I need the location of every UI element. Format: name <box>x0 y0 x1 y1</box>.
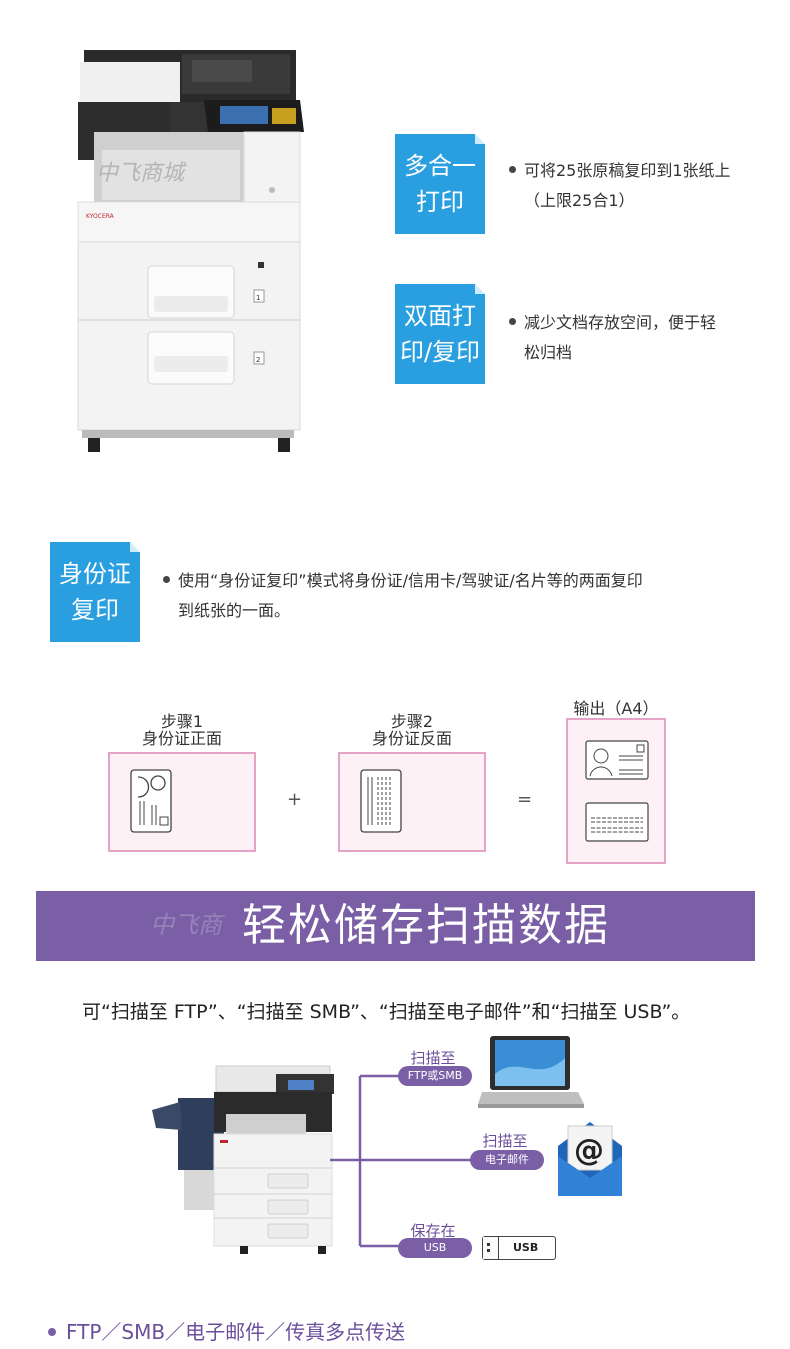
bottom-transfer-line: FTP／SMB／电子邮件／传真多点传送 <box>48 1316 405 1345</box>
scan-description: 可“扫描至 FTP”、“扫描至 SMB”、“扫描至电子邮件”和“扫描至 USB”… <box>82 1001 691 1023</box>
multifunction-printer-image: 中飞商城 KYOCERA 1 2 <box>77 50 304 452</box>
feature-tag-duplex: 双面打 印/复印 <box>395 284 485 384</box>
dest-email-pill: 电子邮件 <box>470 1150 544 1170</box>
feature-tag-id-copy: 身份证 复印 <box>50 542 140 642</box>
bullet-dot <box>48 1327 56 1336</box>
step2-box <box>338 752 486 852</box>
feature-bullet-id-copy: 使用“身份证复印”模式将身份证/信用卡/驾驶证/名片等的两面复印 到纸张的一面。 <box>163 566 763 626</box>
bullet-dot <box>509 318 516 325</box>
svg-text:KYOCERA: KYOCERA <box>86 213 115 220</box>
feature-tag-multi-in-one: 多合一 打印 <box>395 134 485 234</box>
scan-section-banner: 中飞商 轻松储存扫描数据 <box>36 891 755 961</box>
bullet-dot <box>163 576 170 583</box>
usb-drive-text: USB <box>513 1241 539 1254</box>
feature-bullet-multi-in-one: 可将25张原稿复印到1张纸上 （上限25合1） <box>509 156 769 216</box>
banner-title: 轻松储存扫描数据 <box>242 900 610 951</box>
output-label: 输出（A4） <box>573 699 659 718</box>
equals-sign: = <box>517 789 533 810</box>
banner-watermark: 中飞商 <box>150 911 222 939</box>
output-back-icon <box>585 802 649 842</box>
output-front-icon <box>585 740 649 780</box>
dest-usb-pill: USB <box>398 1238 472 1258</box>
step1-box <box>108 752 256 852</box>
svg-text:@: @ <box>574 1133 604 1168</box>
plus-sign: + <box>287 789 303 810</box>
dest-usb-label: 保存在 <box>410 1222 456 1240</box>
svg-text:2: 2 <box>256 356 260 364</box>
dest-ftp-label: 扫描至 <box>410 1049 456 1067</box>
laptop-icon <box>478 1036 584 1108</box>
id-card-back-icon <box>360 769 402 833</box>
email-icon: @ <box>558 1122 622 1196</box>
watermark-text: 中飞商城 <box>96 161 187 186</box>
usb-drive-icon: USB <box>482 1236 556 1260</box>
id-card-front-icon <box>130 769 172 833</box>
usb-connector <box>483 1237 499 1259</box>
dest-email-label: 扫描至 <box>482 1132 528 1150</box>
dest-ftp-pill: FTP或SMB <box>398 1066 472 1086</box>
bullet-dot <box>509 166 516 173</box>
svg-text:1: 1 <box>256 294 260 302</box>
feature-bullet-duplex: 减少文档存放空间，便于轻 松归档 <box>509 308 769 368</box>
scanner-printer-image <box>152 1065 334 1254</box>
output-box <box>566 718 666 864</box>
